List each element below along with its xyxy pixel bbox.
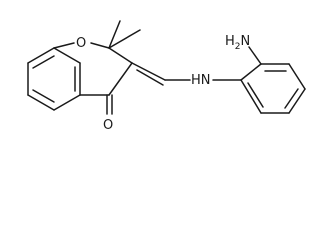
nh2-h: H	[225, 34, 235, 49]
ring-oxygen-label: O	[76, 36, 86, 51]
carbonyl	[106, 94, 113, 115]
benzo-ring	[27, 47, 81, 111]
nh2-n: N	[241, 34, 251, 49]
nh-label: HN	[191, 73, 211, 88]
nh2-label: H2N	[225, 34, 250, 52]
enamine-linker	[131, 62, 242, 86]
nh2-subscript: 2	[235, 42, 241, 52]
pyranone-ring	[53, 42, 133, 96]
aniline-ring	[240, 46, 306, 114]
gem-dimethyl	[108, 20, 141, 49]
carbonyl-oxygen-label: O	[103, 118, 113, 133]
structure-diagram: O O HN H2N	[27, 20, 306, 133]
